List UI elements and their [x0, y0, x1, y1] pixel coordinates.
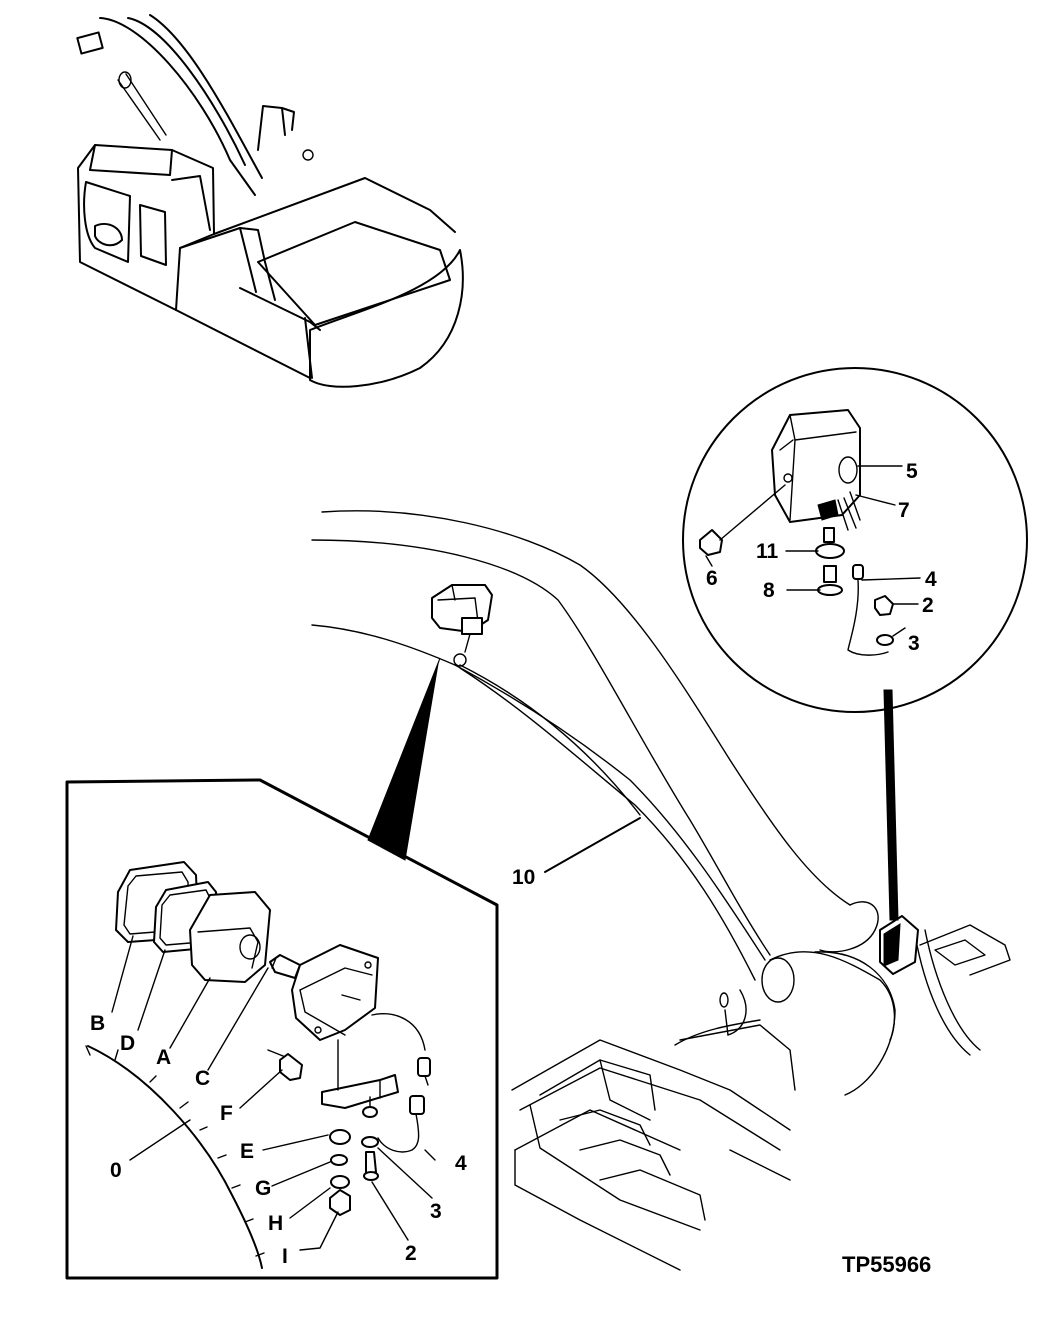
- callout-11: 11: [756, 540, 779, 563]
- figure-code: TP55966: [842, 1252, 931, 1277]
- callout-4-inset: 4: [925, 568, 937, 591]
- callout-I: I: [282, 1245, 288, 1268]
- callout-F: F: [220, 1102, 233, 1125]
- callout-10: 10: [512, 866, 535, 889]
- inset-circle: 5 7 6 11 4 8 2 3: [682, 367, 1028, 713]
- callout-4-detail: 4: [455, 1152, 467, 1175]
- callout-A: A: [156, 1046, 171, 1069]
- callout-H: H: [268, 1212, 283, 1235]
- callout-B: B: [90, 1012, 105, 1035]
- callout-3-inset: 3: [908, 632, 920, 655]
- callout-7: 7: [898, 499, 910, 522]
- callout-E: E: [240, 1140, 254, 1163]
- callout-5: 5: [906, 460, 918, 483]
- boom-main-view: 10: [311, 510, 1011, 1271]
- callout-G: G: [255, 1177, 271, 1200]
- callout-2-inset: 2: [922, 594, 934, 617]
- callout-3-detail: 3: [430, 1200, 442, 1223]
- callout-6: 6: [706, 567, 718, 590]
- callout-0: 0: [110, 1159, 122, 1182]
- detail-pointer: [367, 657, 441, 861]
- callout-2-detail: 2: [405, 1242, 417, 1265]
- excavator-overview: [76, 14, 464, 388]
- callout-D: D: [120, 1032, 135, 1055]
- inset-pointer: [883, 689, 899, 921]
- callout-8: 8: [763, 579, 775, 602]
- callout-C: C: [195, 1067, 210, 1090]
- detail-box: B D A C F E G H I 0 4 3 2: [65, 778, 499, 1280]
